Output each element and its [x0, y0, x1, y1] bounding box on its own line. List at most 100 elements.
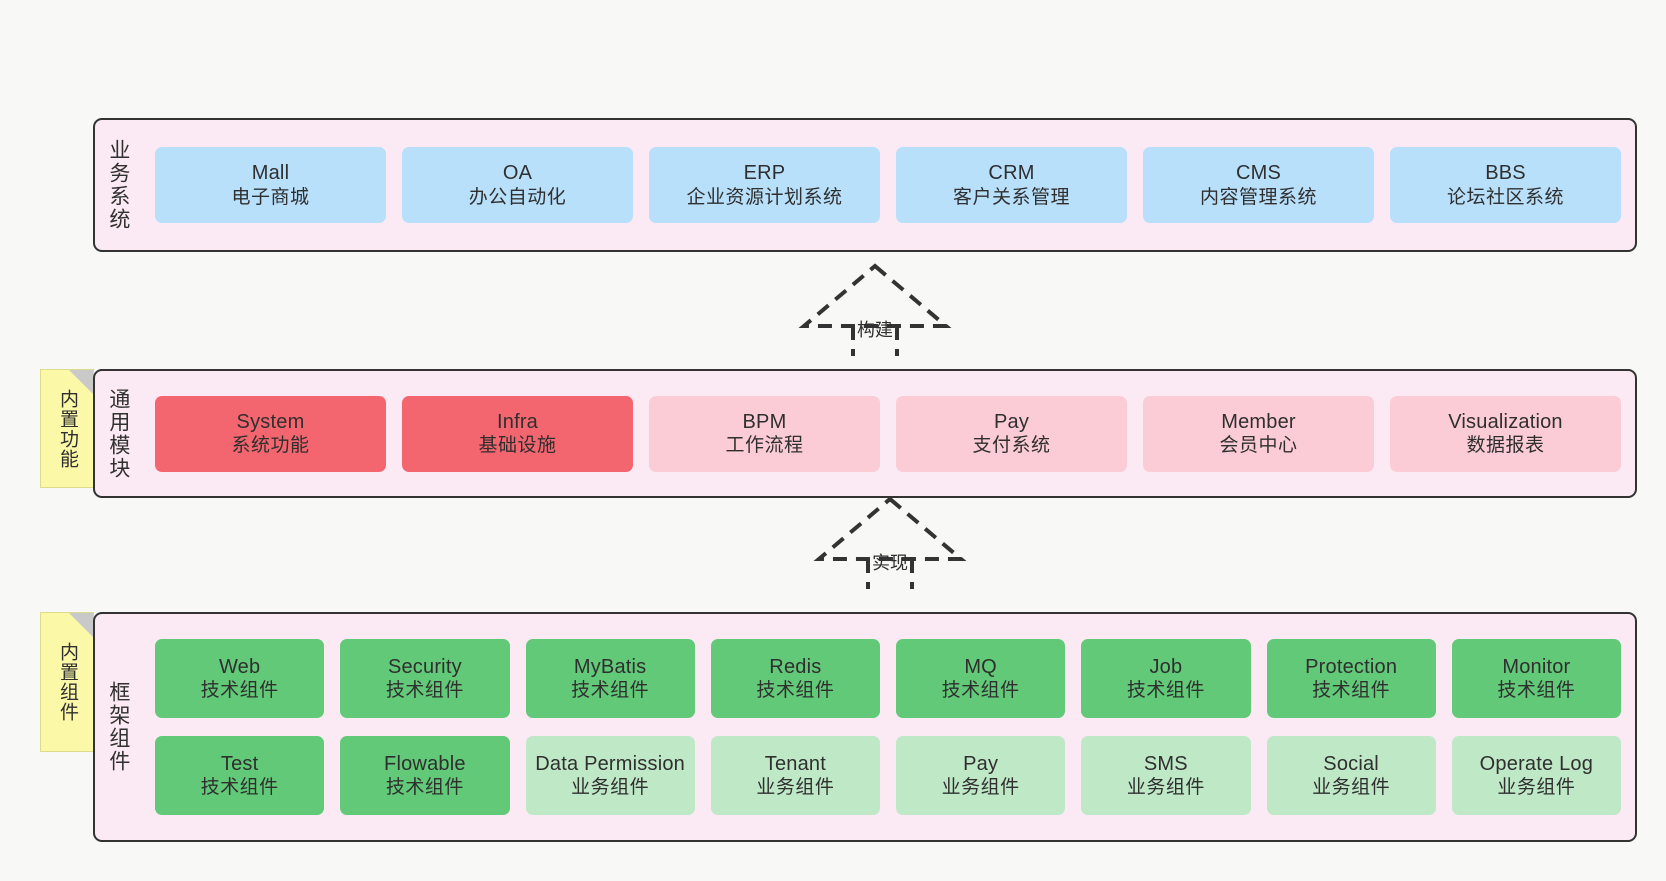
node-mall[interactable]: Mall 电子商城	[155, 147, 386, 223]
layer-title-common-modules: 通用模块	[106, 387, 130, 480]
node-data-permission[interactable]: Data Permission 业务组件	[525, 736, 695, 815]
node-title: Monitor	[1502, 655, 1571, 678]
node-subtitle: 工作流程	[725, 435, 804, 457]
layer-title-framework-components: 框架组件	[106, 681, 130, 773]
node-subtitle: 业务组件	[1312, 777, 1391, 799]
node-subtitle: 业务组件	[571, 777, 650, 799]
node-subtitle: 论坛社区系统	[1446, 186, 1564, 208]
layer-common-modules: 通用模块 System 系统功能 Infra 基础设施 BPM 工作流程 Pay…	[93, 369, 1637, 498]
node-infra[interactable]: Infra 基础设施	[402, 395, 633, 472]
node-title: MQ	[964, 655, 997, 678]
node-bbs[interactable]: BBS 论坛社区系统	[1390, 147, 1621, 223]
node-redis[interactable]: Redis 技术组件	[710, 639, 880, 718]
node-subtitle: 技术组件	[571, 680, 650, 702]
node-title: Pay	[993, 410, 1030, 433]
node-title: MyBatis	[573, 655, 647, 678]
node-cms[interactable]: CMS 内容管理系统	[1143, 147, 1374, 223]
connector-build-label: 构建	[857, 320, 893, 340]
connector-build: 构建	[798, 262, 952, 356]
node-social[interactable]: Social 业务组件	[1266, 736, 1436, 815]
layer-row: System 系统功能 Infra 基础设施 BPM 工作流程 Pay 支付系统…	[155, 395, 1621, 472]
node-job[interactable]: Job 技术组件	[1081, 639, 1251, 718]
node-pay[interactable]: Pay 支付系统	[896, 395, 1127, 472]
node-title: Security	[387, 655, 462, 678]
node-subtitle: 支付系统	[972, 435, 1051, 457]
node-title: CMS	[1235, 162, 1282, 185]
node-title: Test	[220, 752, 259, 775]
node-subtitle: 技术组件	[756, 680, 835, 702]
node-title: ERP	[743, 162, 786, 185]
connector-stem	[866, 559, 914, 589]
node-mybatis[interactable]: MyBatis 技术组件	[525, 639, 695, 718]
node-visualization[interactable]: Visualization 数据报表	[1390, 395, 1621, 472]
node-title: Social	[1323, 752, 1379, 775]
node-subtitle: 企业资源计划系统	[686, 186, 843, 208]
node-oa[interactable]: OA 办公自动化	[402, 147, 633, 223]
connector-stem	[851, 326, 899, 356]
node-monitor[interactable]: Monitor 技术组件	[1451, 639, 1621, 718]
node-title: Tenant	[764, 752, 826, 775]
node-title: Flowable	[384, 752, 466, 775]
node-subtitle: 数据报表	[1466, 435, 1545, 457]
node-title: SMS	[1143, 752, 1188, 775]
node-pay-component[interactable]: Pay 业务组件	[896, 736, 1066, 815]
layer-body-business-systems: Mall 电子商城 OA 办公自动化 ERP 企业资源计划系统 CRM 客户关系…	[141, 120, 1635, 250]
node-title: Member	[1221, 410, 1296, 433]
note-label: 内置功能	[56, 388, 78, 469]
node-subtitle: 基础设施	[478, 435, 557, 457]
node-subtitle: 客户关系管理	[952, 186, 1070, 208]
node-title: Operate Log	[1479, 752, 1594, 775]
note-builtin-components[interactable]: 内置组件	[40, 612, 94, 752]
node-title: Data Permission	[535, 752, 685, 775]
connector-implement-arrow	[813, 496, 967, 589]
node-title: Job	[1149, 655, 1183, 678]
node-mq[interactable]: MQ 技术组件	[896, 639, 1066, 718]
node-subtitle: 电子商城	[231, 186, 310, 208]
arrowhead-triangle-icon	[798, 263, 952, 328]
node-title: BPM	[742, 410, 787, 433]
note-label: 内置组件	[56, 642, 78, 722]
note-fold-corner-icon	[69, 613, 93, 637]
node-system[interactable]: System 系统功能	[155, 395, 386, 472]
node-flowable[interactable]: Flowable 技术组件	[340, 736, 510, 815]
node-tenant[interactable]: Tenant 业务组件	[710, 736, 880, 815]
note-builtin-features[interactable]: 内置功能	[40, 369, 94, 488]
node-title: BBS	[1485, 162, 1526, 185]
node-erp[interactable]: ERP 企业资源计划系统	[649, 147, 880, 223]
node-subtitle: 办公自动化	[468, 186, 567, 208]
node-subtitle: 业务组件	[1497, 777, 1576, 799]
node-sms[interactable]: SMS 业务组件	[1081, 736, 1251, 815]
node-subtitle: 技术组件	[941, 680, 1020, 702]
node-operate-log[interactable]: Operate Log 业务组件	[1451, 736, 1621, 815]
node-subtitle: 技术组件	[200, 777, 279, 799]
node-subtitle: 技术组件	[385, 680, 464, 702]
node-title: Pay	[963, 752, 999, 775]
node-subtitle: 业务组件	[756, 777, 835, 799]
connector-implement-label: 实现	[872, 553, 908, 573]
node-crm[interactable]: CRM 客户关系管理	[896, 147, 1127, 223]
layer-body-framework-components: Web 技术组件 Security 技术组件 MyBatis 技术组件 Redi…	[141, 614, 1635, 840]
node-subtitle: 技术组件	[200, 680, 279, 702]
node-web[interactable]: Web 技术组件	[155, 639, 325, 718]
note-fold-corner-icon	[69, 370, 93, 394]
node-security[interactable]: Security 技术组件	[340, 639, 510, 718]
layer-framework-components: 框架组件 Web 技术组件 Security 技术组件 MyBatis 技术组件…	[93, 612, 1637, 842]
arrowhead-triangle-icon	[813, 496, 967, 561]
node-subtitle: 会员中心	[1219, 435, 1298, 457]
layer-body-common-modules: System 系统功能 Infra 基础设施 BPM 工作流程 Pay 支付系统…	[141, 371, 1635, 496]
node-subtitle: 业务组件	[1126, 777, 1205, 799]
layer-row: Mall 电子商城 OA 办公自动化 ERP 企业资源计划系统 CRM 客户关系…	[155, 147, 1621, 223]
layer-row: Test 技术组件 Flowable 技术组件 Data Permission …	[155, 736, 1621, 815]
connector-build-arrow	[798, 263, 952, 356]
node-protection[interactable]: Protection 技术组件	[1266, 639, 1436, 718]
node-subtitle: 技术组件	[385, 777, 464, 799]
node-title: OA	[502, 162, 533, 185]
node-bpm[interactable]: BPM 工作流程	[649, 395, 880, 472]
node-title: System	[236, 410, 305, 433]
node-subtitle: 业务组件	[941, 777, 1020, 799]
node-title: Infra	[496, 410, 539, 433]
node-subtitle: 技术组件	[1497, 680, 1576, 702]
node-test[interactable]: Test 技术组件	[155, 736, 325, 815]
layer-row: Web 技术组件 Security 技术组件 MyBatis 技术组件 Redi…	[155, 639, 1621, 718]
node-member[interactable]: Member 会员中心	[1143, 395, 1374, 472]
